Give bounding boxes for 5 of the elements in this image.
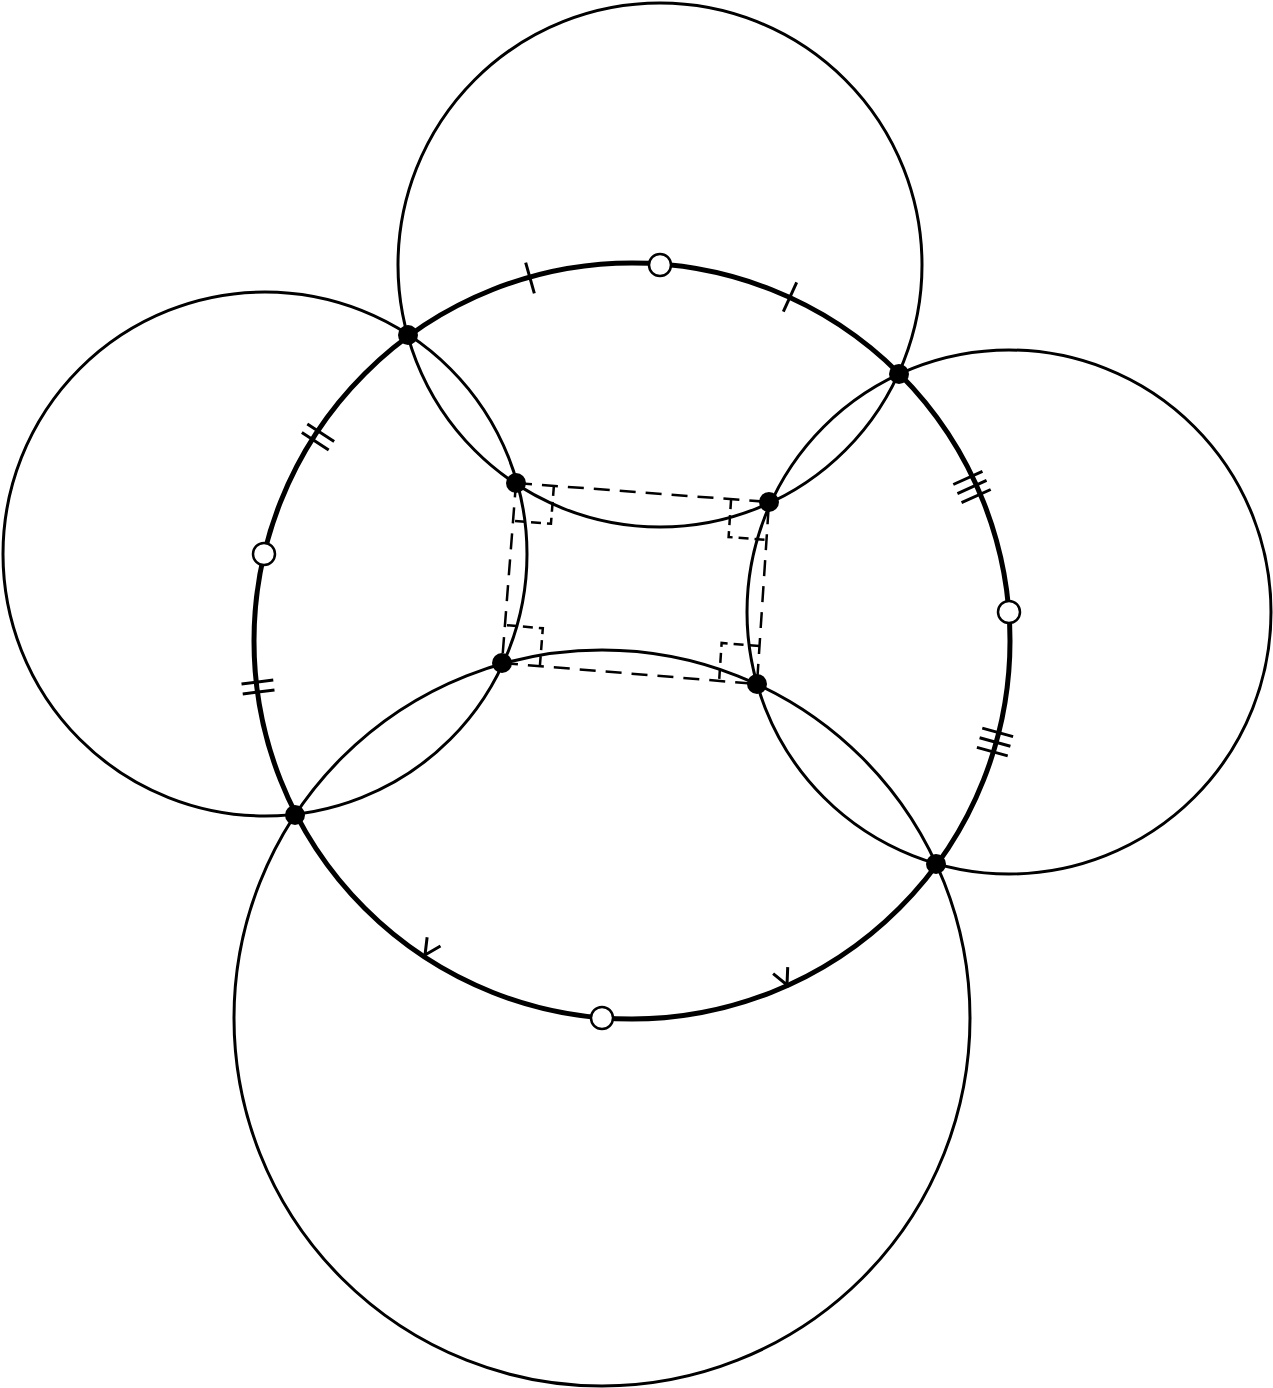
circle-outline (1, 290, 529, 818)
circle-outline (232, 648, 972, 1388)
circle-outline (396, 1, 924, 529)
circle-outline (745, 348, 1273, 876)
circle-outline (251, 260, 1013, 1022)
